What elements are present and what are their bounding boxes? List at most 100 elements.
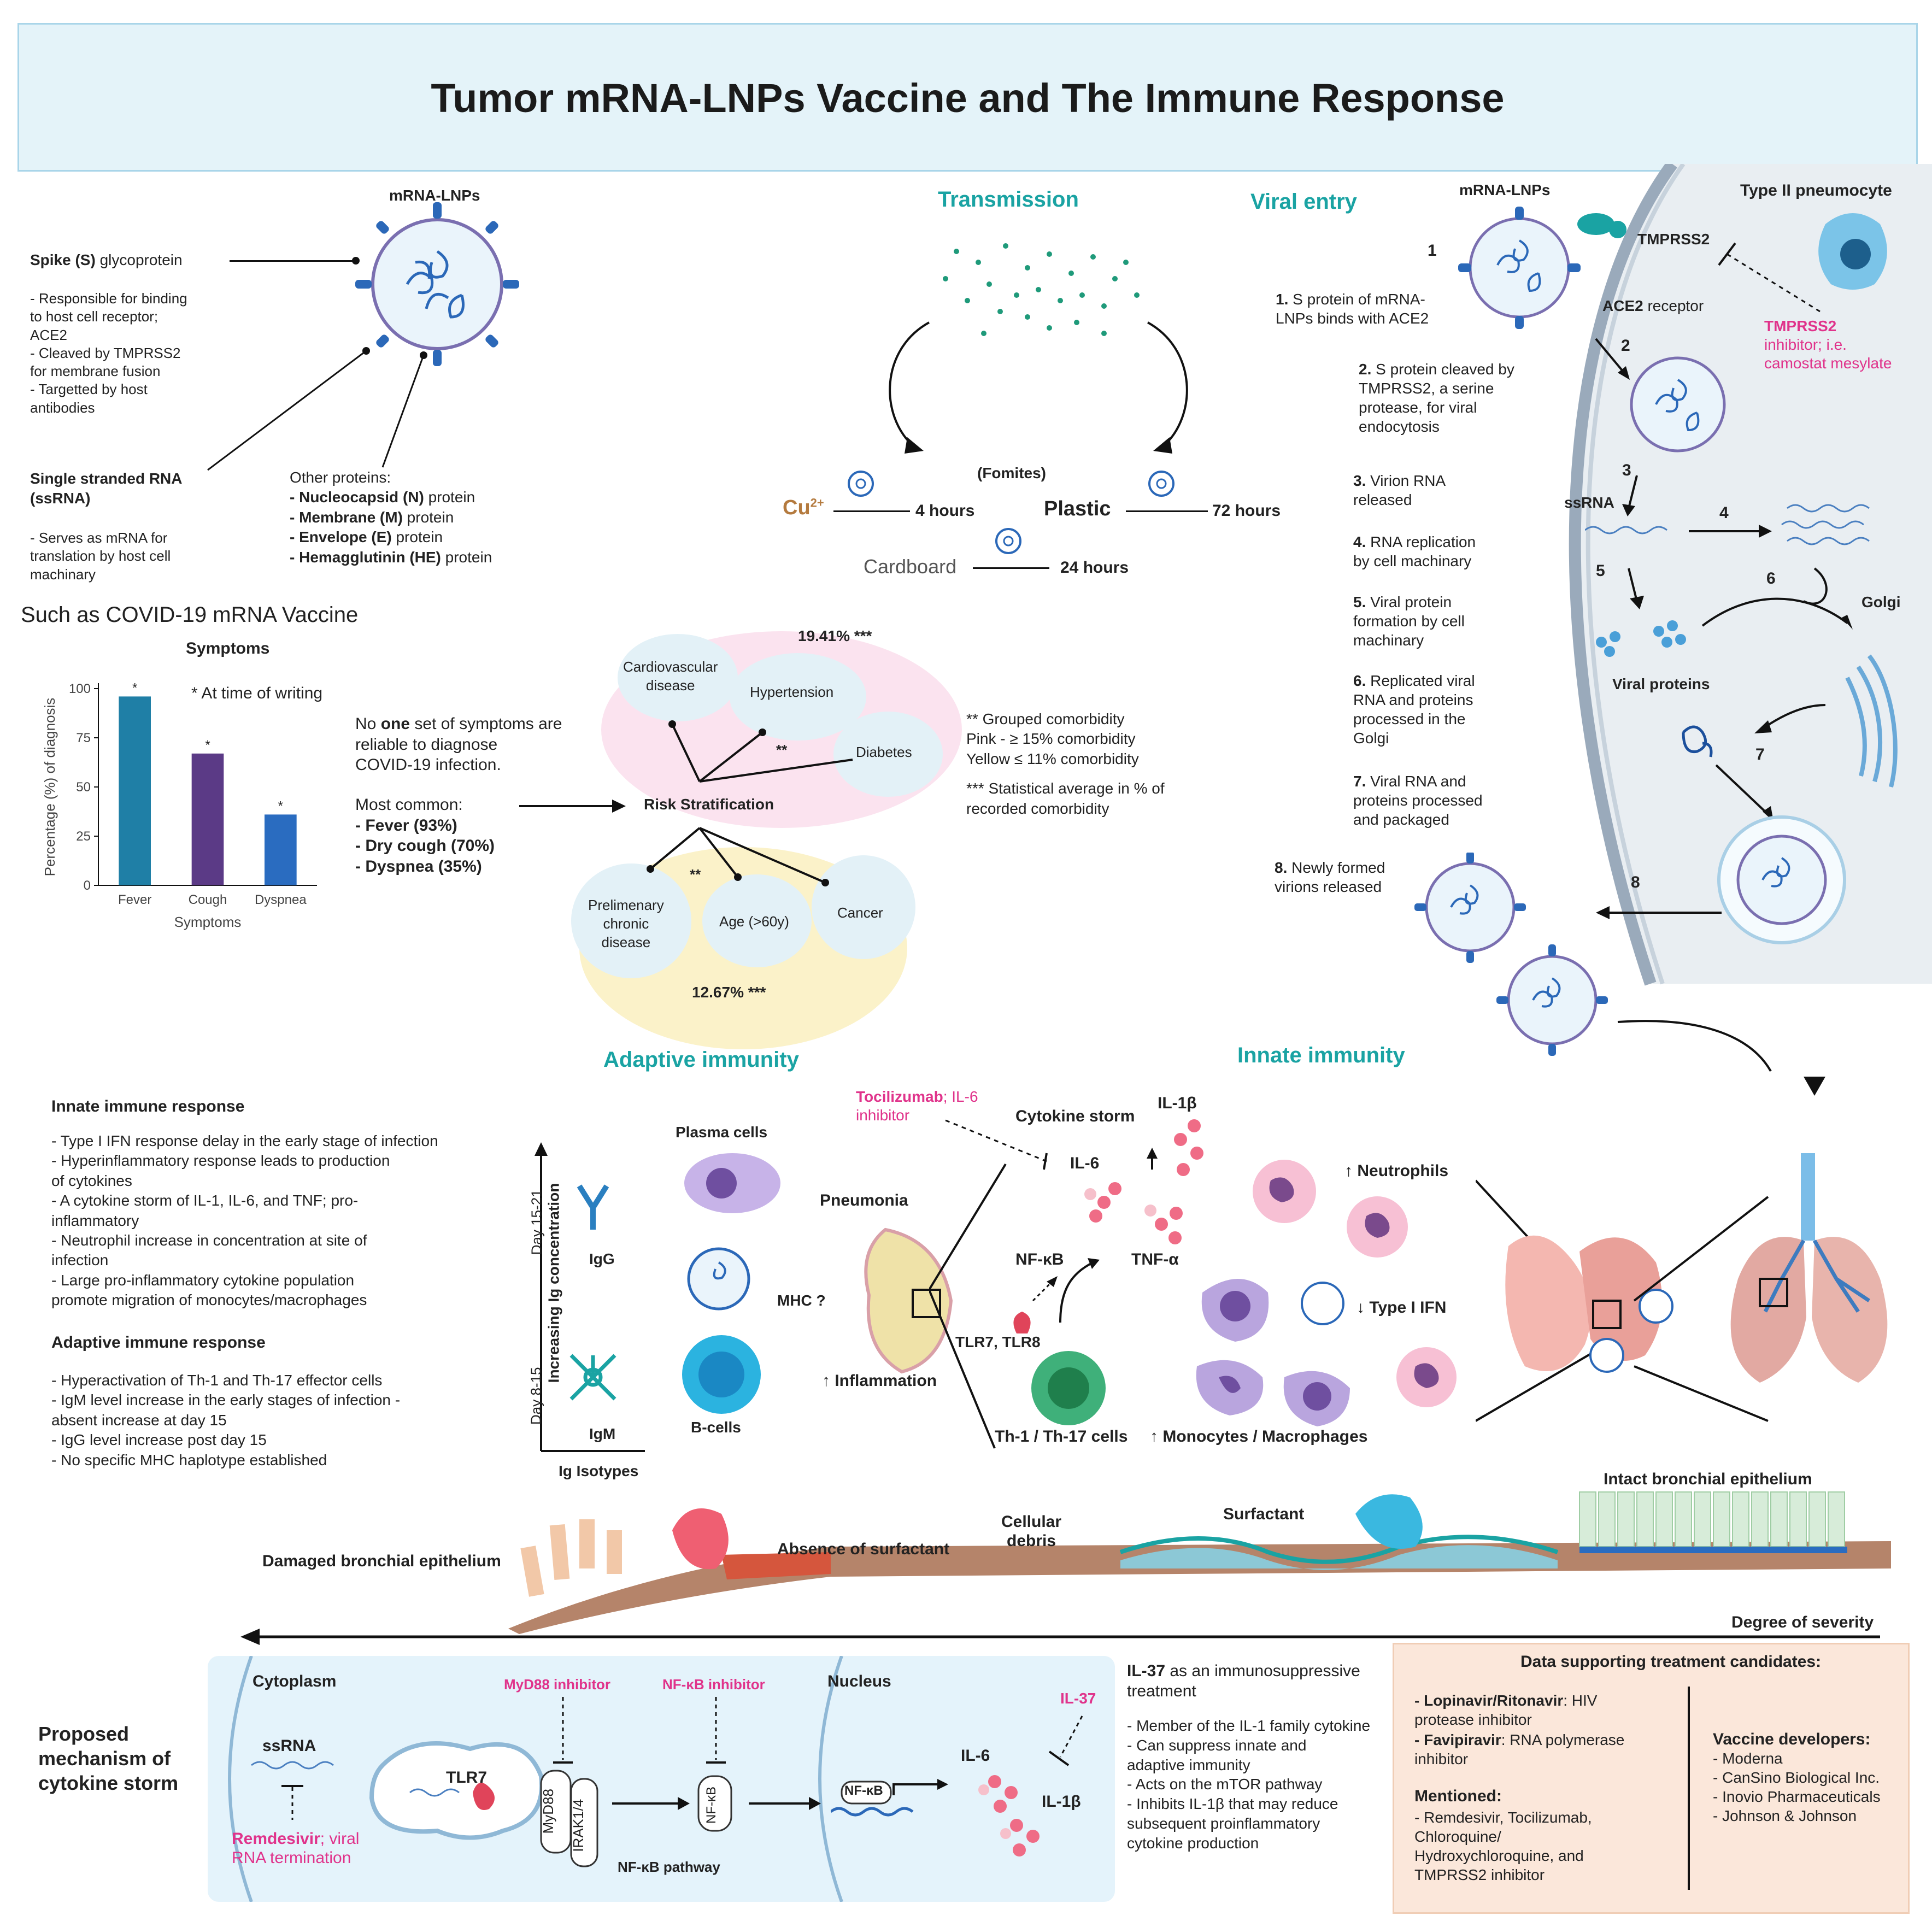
- structure-header: mRNA-LNPs: [389, 187, 480, 204]
- innate-cells: [1196, 1160, 1457, 1426]
- tmprss2-inhibitor: TMPRSS2 inhibitor; i.e. camostat mesylat…: [1764, 318, 1892, 372]
- irak-box: [570, 1778, 598, 1867]
- virion-small-icon: [1148, 471, 1175, 497]
- copper-label: Cu2+: [783, 496, 824, 519]
- risk-diagram: [571, 631, 962, 1049]
- arrow-copper: [833, 510, 910, 512]
- chart-note: * At time of writing: [191, 684, 323, 702]
- page-title: Tumor mRNA-LNPs Vaccine and The Immune R…: [431, 75, 1505, 121]
- step-number-3: 3: [1622, 461, 1631, 479]
- viral-entry-flow: [1585, 338, 1898, 944]
- risk-bottom-pct: 12.67% ***: [692, 984, 766, 1001]
- tlr7-label: TLR7: [446, 1769, 487, 1787]
- structure-pointers: [207, 347, 427, 471]
- adaptive-response-title: Adaptive immune response: [51, 1333, 266, 1352]
- severity-arrow: [240, 1629, 1880, 1645]
- il37-note-list: - Member of the IL-1 family cytokine- Ca…: [1127, 1717, 1371, 1852]
- mentioned-list: - Remdesivir, Tocilizumab,Chloroquine/Hy…: [1414, 1809, 1592, 1883]
- day-late: Day 15-21: [528, 1189, 545, 1255]
- nfkb-inhibit-line: [706, 1697, 726, 1764]
- nucleus-label: Nucleus: [827, 1672, 891, 1690]
- damaged-label: Damaged bronchial epithelium: [262, 1552, 501, 1570]
- tnfa-label: TNF-α: [1131, 1250, 1179, 1268]
- y-tick-label: 0: [84, 878, 91, 893]
- day-early: Day 8-15: [527, 1367, 544, 1425]
- igg-label: IgG: [589, 1250, 615, 1267]
- mech-il37-label: IL-37: [1060, 1690, 1096, 1707]
- adaptive-response-list: - Hyperactivation of Th-1 and Th-17 effe…: [51, 1372, 401, 1468]
- risk-top-pct: 19.41% ***: [798, 627, 872, 644]
- plastic-label: Plastic: [1044, 497, 1111, 520]
- lungs-illustration: [1476, 1153, 1888, 1422]
- cardboard-time: 24 hours: [1060, 559, 1129, 577]
- neutrophils-label: ↑ Neutrophils: [1344, 1162, 1449, 1180]
- treatment-panel: [1393, 1643, 1910, 1914]
- copper-time: 4 hours: [915, 502, 975, 520]
- plastic-time: 72 hours: [1212, 502, 1281, 520]
- th-label: Th-1 / Th-17 cells: [995, 1427, 1128, 1446]
- symptom-text: No one set of symptoms are reliable to d…: [355, 715, 562, 774]
- mhc-label: MHC ?: [777, 1292, 826, 1309]
- spike-dot: [352, 257, 360, 265]
- virion-structure-icon: [355, 202, 519, 366]
- adaptive-heading: Adaptive immunity: [603, 1048, 799, 1072]
- risk-stars-top: **: [776, 742, 788, 758]
- tmprss2-icon: [1577, 213, 1626, 238]
- step-number-1: 1: [1428, 242, 1437, 260]
- mech-il6-label: IL-6: [961, 1747, 990, 1765]
- cell-label: Type II pneumocyte: [1740, 181, 1892, 199]
- x-tick-label: Fever: [118, 892, 151, 907]
- innate-heading: Innate immunity: [1237, 1043, 1405, 1067]
- step-number-8: 8: [1631, 873, 1640, 891]
- viral-entry-heading: Viral entry: [1250, 190, 1357, 214]
- mechanism-membranes: [228, 1656, 843, 1902]
- risk-center: Risk Stratification: [644, 796, 774, 813]
- cardboard-label: Cardboard: [864, 555, 957, 578]
- step-number-6: 6: [1766, 569, 1776, 588]
- covid-heading: Such as COVID-19 mRNA Vaccine: [21, 603, 359, 627]
- pneumonia-label: Pneumonia: [820, 1191, 908, 1209]
- igm-label: IgM: [589, 1425, 616, 1442]
- tlr-label: TLR7, TLR8: [955, 1333, 1041, 1350]
- virion-small-icon: [995, 528, 1021, 554]
- transmission-diagram: [889, 243, 1188, 454]
- y-tick-label: 100: [69, 682, 91, 696]
- golgi-label: Golgi: [1861, 594, 1901, 610]
- mech-il1b-label: IL-1β: [1042, 1793, 1081, 1811]
- innate-response-title: Innate immune response: [51, 1097, 245, 1115]
- inhibition-line: [1718, 242, 1821, 313]
- bar-marker: *: [132, 680, 137, 695]
- il37-inhibit-line: [1048, 1716, 1083, 1766]
- transmission-heading: Transmission: [938, 187, 1079, 212]
- risk-stars-bottom: **: [690, 866, 701, 883]
- x-axis-label: Symptoms: [174, 914, 242, 930]
- arrow-to-risk: [519, 800, 626, 813]
- type1ifn-label: ↓ Type I IFN: [1356, 1299, 1447, 1317]
- virion-small-icon: [848, 471, 874, 497]
- tlr7-endosome: [369, 1741, 572, 1854]
- myd88-inhibit-line: [553, 1697, 573, 1764]
- nucleus-nfkb-label: NF-κB: [844, 1783, 883, 1798]
- x-tick-label: Dyspnea: [255, 892, 307, 907]
- arrow-cardboard: [973, 567, 1049, 569]
- y-tick-label: 75: [76, 731, 91, 745]
- tmprss2-label: TMPRSS2: [1637, 231, 1710, 248]
- cytoplasm-label: Cytoplasm: [252, 1672, 337, 1690]
- y-axis-label: Percentage (%) of diagnosis: [42, 698, 58, 877]
- risk-age: Age (>60y): [719, 913, 789, 930]
- nucleus-dna: [831, 1779, 948, 1817]
- lnp-label: mRNA-LNPs: [1459, 181, 1551, 198]
- bar-marker: *: [205, 738, 210, 753]
- nfkb-pathway-arrows: [612, 1775, 821, 1832]
- cytokine-cluster: [1013, 1119, 1203, 1425]
- intact-label: Intact bronchial epithelium: [1604, 1470, 1812, 1488]
- irak-label: IRAK1/4: [570, 1799, 587, 1852]
